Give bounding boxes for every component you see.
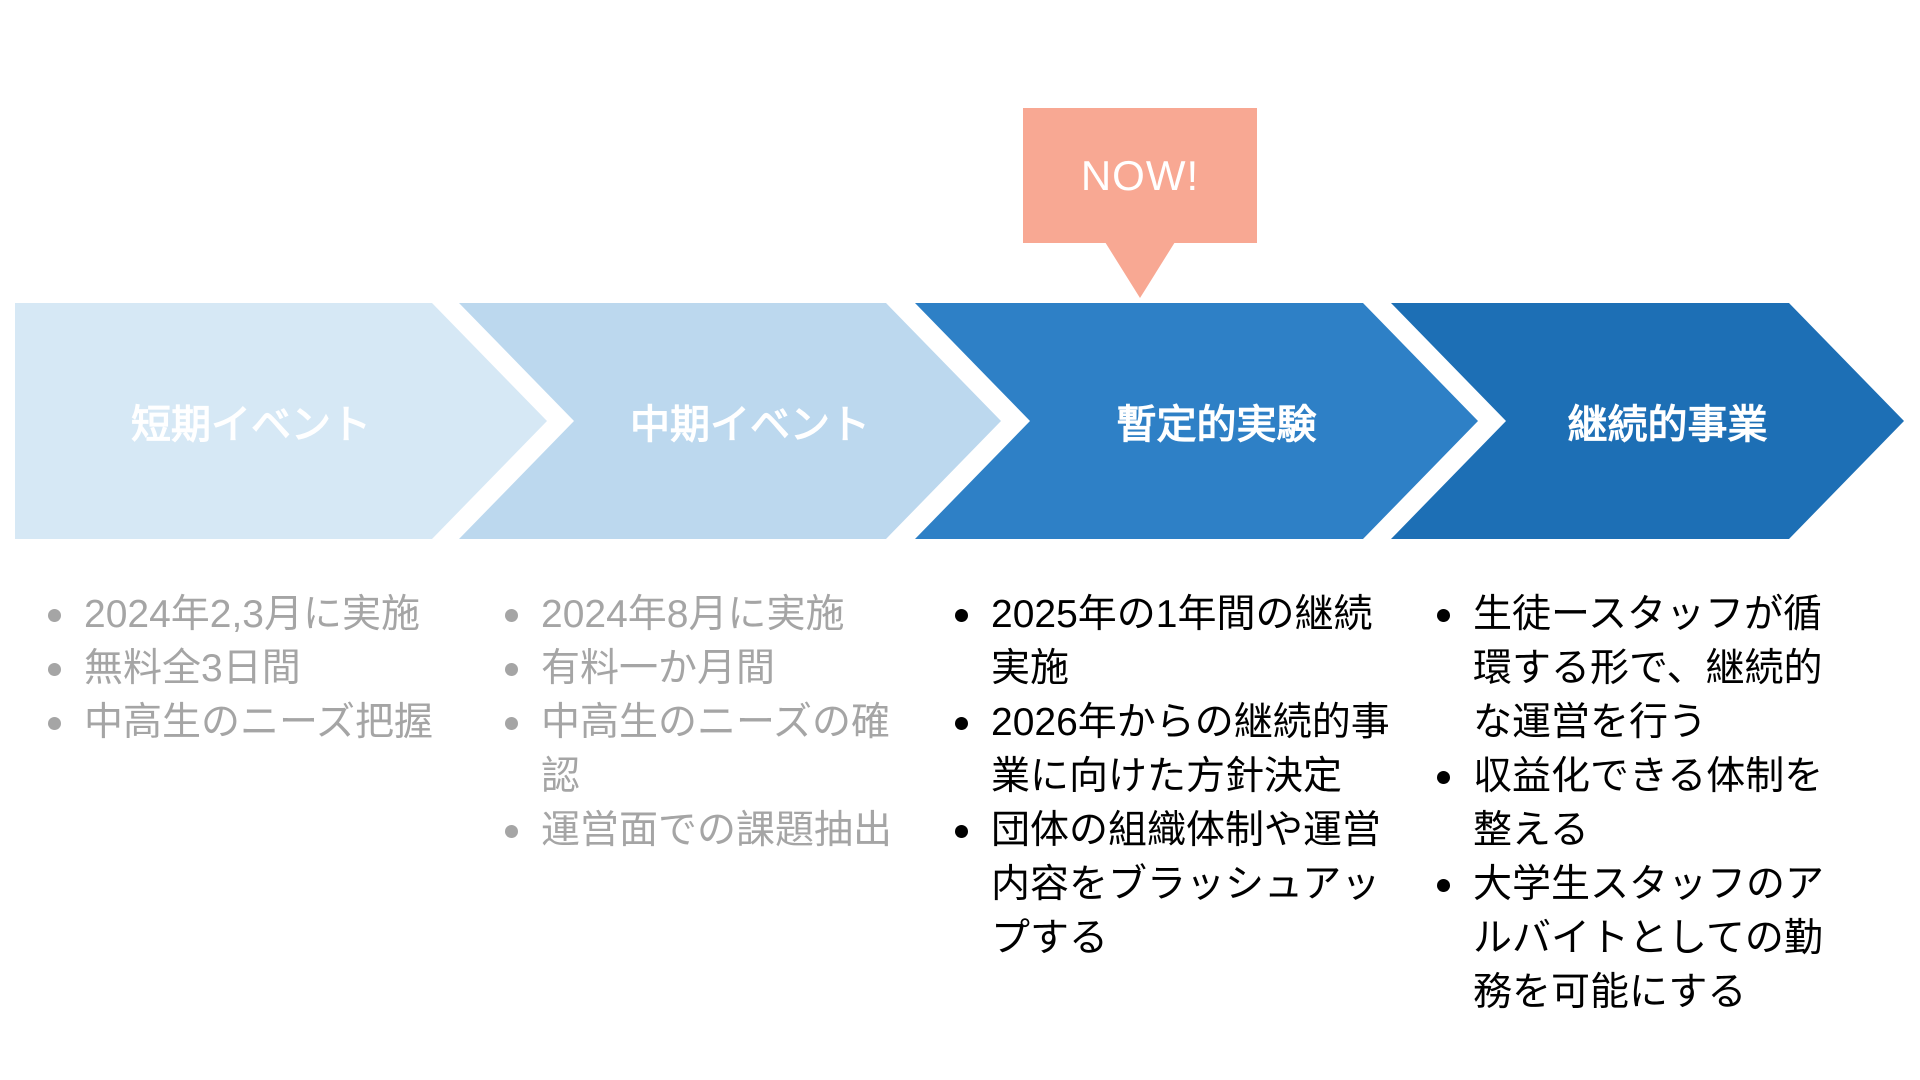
list-item: 中高生のニーズ把握 <box>48 696 468 750</box>
bullet-dot <box>48 717 61 730</box>
list-item: 生徒ースタッフが循環する形で、継続的な運営を行う <box>1437 588 1843 750</box>
stage-bullets-mid-term: 2024年8月に実施 有料一か月間 中高生のニーズの確認 運営面での課題抽出 <box>505 588 916 858</box>
list-item: 無料全3日間 <box>48 642 468 696</box>
list-item: 大学生スタッフのアルバイトとしての勤務を可能にする <box>1437 858 1843 1020</box>
bullet-text: 中高生のニーズの確認 <box>541 701 891 798</box>
list-item: 運営面での課題抽出 <box>505 804 916 858</box>
bullet-text: 2024年2,3月に実施 <box>84 593 420 636</box>
bullet-text: 団体の組織体制や運営内容をブラッシュアップする <box>991 809 1382 960</box>
bullet-dot <box>48 663 61 676</box>
bullet-text: 大学生スタッフのアルバイトとしての勤務を可能にする <box>1473 863 1825 1014</box>
stage-arrow-short-term: 短期イベント <box>15 303 547 539</box>
now-badge-label: NOW! <box>1080 151 1200 199</box>
stage-bullets-provisional-experiment: 2025年の1年間の継続実施 2026年からの継続的事業に向けた方針決定 団体の… <box>955 588 1401 966</box>
bullet-text: 無料全3日間 <box>84 647 301 690</box>
bullet-dot <box>1437 879 1450 892</box>
stage-title: 暫定的実験 <box>1116 403 1317 447</box>
list-item: 2026年からの継続的事業に向けた方針決定 <box>955 696 1401 804</box>
bullet-text: 2025年の1年間の継続実施 <box>991 593 1373 690</box>
list-item: 2024年8月に実施 <box>505 588 916 642</box>
bullet-dot <box>505 825 518 838</box>
list-item: 2024年2,3月に実施 <box>48 588 468 642</box>
bullet-dot <box>955 717 968 730</box>
list-item: 有料一か月間 <box>505 642 916 696</box>
list-item: 中高生のニーズの確認 <box>505 696 916 804</box>
stage-title: 短期イベント <box>131 403 371 447</box>
bullet-dot <box>505 609 518 622</box>
stage-bullets-continuous-business: 生徒ースタッフが循環する形で、継続的な運営を行う 収益化できる体制を整える 大学… <box>1437 588 1843 1020</box>
list-item: 団体の組織体制や運営内容をブラッシュアップする <box>955 804 1401 966</box>
stage-title: 中期イベント <box>630 403 870 447</box>
bullet-text: 収益化できる体制を整える <box>1473 755 1824 852</box>
bullet-text: 運営面での課題抽出 <box>541 809 893 852</box>
bullet-dot <box>505 717 518 730</box>
bullet-text: 生徒ースタッフが循環する形で、継続的な運営を行う <box>1473 593 1823 744</box>
bullet-text: 2024年8月に実施 <box>541 593 845 636</box>
now-badge-pointer <box>1105 242 1175 298</box>
bullet-text: 中高生のニーズ把握 <box>84 701 434 744</box>
list-item: 収益化できる体制を整える <box>1437 750 1843 858</box>
stage-title: 継続的事業 <box>1567 403 1768 447</box>
stage-bullets-short-term: 2024年2,3月に実施 無料全3日間 中高生のニーズ把握 <box>48 588 468 750</box>
bullet-dot <box>1437 771 1450 784</box>
bullet-dot <box>505 663 518 676</box>
bullet-dot <box>955 609 968 622</box>
bullet-text: 有料一か月間 <box>541 647 776 690</box>
list-item: 2025年の1年間の継続実施 <box>955 588 1401 696</box>
now-badge: NOW! <box>1023 108 1257 243</box>
bullet-dot <box>48 609 61 622</box>
bullet-dot <box>955 825 968 838</box>
bullet-text: 2026年からの継続的事業に向けた方針決定 <box>991 701 1390 798</box>
bullet-dot <box>1437 609 1450 622</box>
